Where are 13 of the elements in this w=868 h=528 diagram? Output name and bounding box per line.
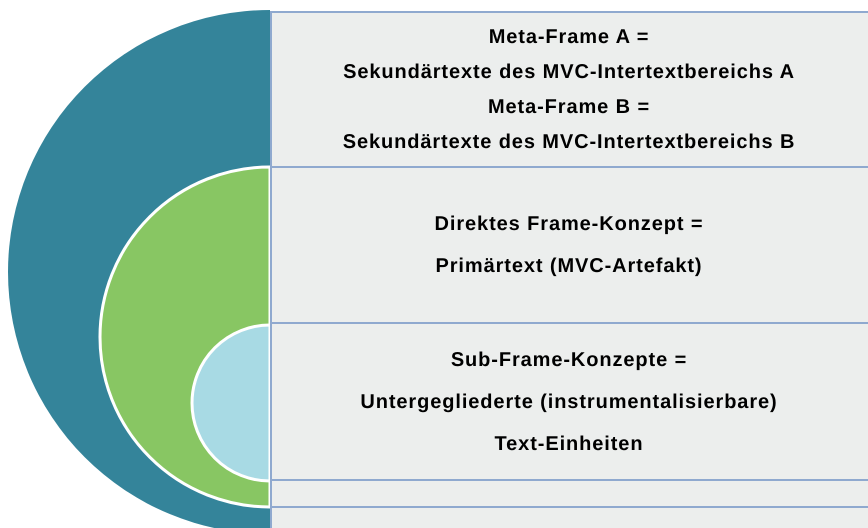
box-text: Text-Einheiten — [494, 432, 644, 456]
box-text: Meta-Frame B = — [488, 94, 650, 120]
empty-box — [270, 479, 868, 508]
box-text: Meta-Frame A = — [488, 24, 650, 50]
box-text: Sub-Frame-Konzepte = — [450, 348, 688, 372]
box-text: Untergegliederte (instrumentalisierbare) — [360, 390, 778, 414]
box-text: Primärtext (MVC-Artefakt) — [436, 254, 702, 279]
box-text: Direktes Frame-Konzept = — [434, 212, 704, 237]
box-text: Sekundärtexte des MVC-Intertextbereichs A — [343, 60, 795, 84]
text-box — [270, 166, 868, 324]
text-box — [270, 322, 868, 481]
text-box — [270, 11, 868, 168]
box-text: Sekundärtexte des MVC-Intertextbereichs B — [342, 130, 796, 154]
